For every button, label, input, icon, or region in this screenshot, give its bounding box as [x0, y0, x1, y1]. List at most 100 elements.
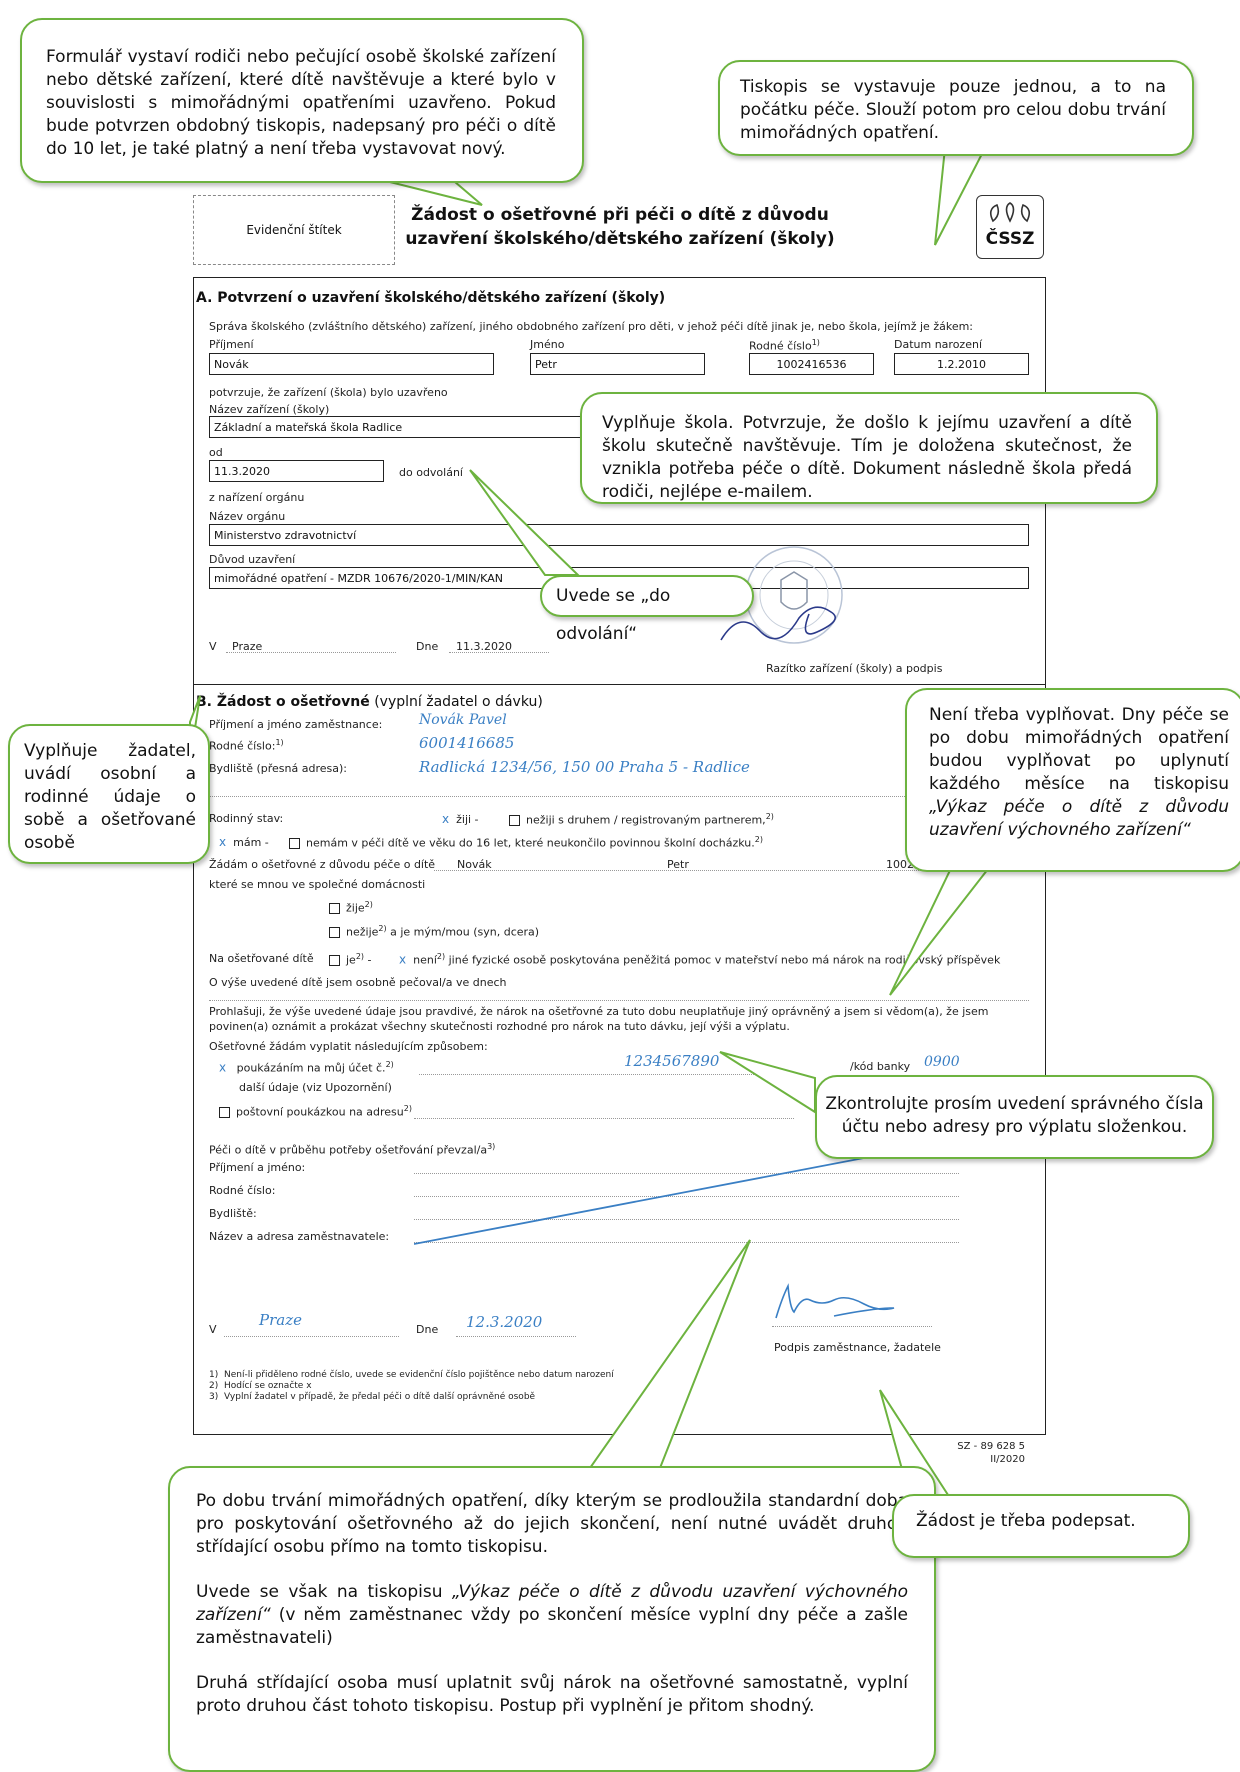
stamp-caption: Razítko zařízení (školy) a podpis: [766, 662, 943, 675]
footnote-3: 3) Vyplní žadatel v případě, že předal p…: [209, 1392, 614, 1403]
child-rc-field[interactable]: 1002416536: [749, 353, 874, 375]
request-surname: Novák: [457, 858, 492, 871]
form-title: Žádost o ošetřovné při péči o dítě z dův…: [400, 203, 840, 251]
facility-label: Název zařízení (školy): [209, 403, 330, 416]
request-firstname: Petr: [667, 858, 689, 871]
have-not-option[interactable]: nemám v péči dítě ve věku do 16 let, kte…: [289, 835, 763, 850]
footnote-1-text: Není-li přiděleno rodné číslo, uvede se …: [223, 1370, 614, 1380]
is-option[interactable]: je2) -: [329, 952, 372, 967]
pay-account-text: poukázáním na můj účet č.: [236, 1061, 386, 1075]
sign-caption: Podpis zaměstnance, žadatele: [774, 1341, 941, 1354]
callout-account-text: Zkontrolujte prosím uvedení správného čí…: [825, 1094, 1204, 1137]
footnote-2-num: 2): [209, 1381, 219, 1391]
applicant-name-label: Příjmení a jméno zaměstnance:: [209, 718, 383, 731]
is-not-option[interactable]: x není2) jiné fyzické osobě poskytována …: [399, 952, 1000, 967]
have-option[interactable]: x mám -: [219, 835, 269, 849]
checkbox-icon: [219, 1107, 230, 1119]
callout-until-text: Uvede se „do odvolání“: [556, 586, 671, 644]
leaf-icon: [989, 202, 1031, 223]
footnote-1-num: 1): [209, 1370, 219, 1380]
confirms-text: potvrzuje, že zařízení (škola) bylo uzav…: [209, 386, 448, 399]
callout-bottom: Po dobu trvání mimořádných opatření, dík…: [168, 1466, 936, 1772]
postal-sup: 2): [403, 1104, 412, 1113]
cssz-logo-text: ČSSZ: [985, 229, 1035, 249]
lives-sup: 2): [364, 900, 373, 909]
callout-top-right: Tiskopis se vystavuje pouze jednou, a to…: [718, 60, 1194, 156]
b-date-value[interactable]: 12.3.2020: [466, 1313, 543, 1331]
section-a-title: A. Potvrzení o uzavření školského/dětské…: [196, 290, 666, 306]
section-b-title: B. Žádost o ošetřovné (vyplní žadatel o …: [196, 694, 543, 710]
callout-no-fill: Není třeba vyplňovat. Dny péče se po dob…: [905, 688, 1240, 872]
a-date-label: Dne: [416, 640, 439, 653]
is-sup: 2): [355, 952, 365, 961]
applicant-name-value[interactable]: Novák Pavel: [419, 712, 507, 728]
authority-field[interactable]: Ministerstvo zdravotnictví: [209, 524, 1029, 546]
registration-stamp-box: Evidenční štítek: [193, 195, 395, 265]
from-field[interactable]: 11.3.2020: [209, 460, 384, 482]
takeover-name-label: Příjmení a jméno:: [209, 1161, 306, 1174]
takeover-rc-label: Rodné číslo:: [209, 1184, 276, 1197]
checkbox-icon: [329, 903, 340, 915]
family-not-lives-option[interactable]: nežiji s druhem / registrovaným partnere…: [509, 812, 774, 827]
checked-mark-icon: x: [219, 1060, 227, 1075]
callout-sign-text: Žádost je třeba podepsat.: [916, 1511, 1136, 1531]
not-lives-option[interactable]: nežije2) a je mým/mou (syn, dcera): [329, 924, 539, 939]
applicant-rc-label-text: Rodné číslo:: [209, 739, 276, 753]
callout-no-fill-italic: „Výkaz péče o dítě z důvodu uzavření výc…: [929, 797, 1229, 840]
takeover-address-line: [414, 1219, 959, 1220]
not-lives-sup: 2): [378, 924, 387, 933]
surname-field[interactable]: Novák: [209, 353, 494, 375]
b-place-value[interactable]: Praze: [259, 1311, 302, 1329]
a-place-line: [226, 652, 396, 653]
family-lives-option[interactable]: x žiji -: [442, 812, 479, 826]
callout-applicant: Vyplňuje žadatel, uvádí osobní a rodinné…: [8, 724, 210, 864]
postal-text: poštovní poukázkou na adresu: [236, 1105, 404, 1119]
lives-text: žije: [346, 901, 365, 915]
is-not-sup: 2): [436, 952, 446, 961]
account-number-value[interactable]: 1234567890: [624, 1052, 720, 1070]
application-form: A. Potvrzení o uzavření školského/dětské…: [193, 277, 1046, 1435]
and-is-text: a je mým/mou (syn, dcera): [386, 925, 540, 939]
is-not-text: není: [413, 953, 437, 967]
surname-label: Příjmení: [209, 338, 254, 351]
checked-mark-icon: x: [399, 952, 407, 967]
pay-account-sup: 2): [385, 1060, 394, 1069]
callout-bottom-p2a: Uvede se však na tiskopisu: [196, 1582, 452, 1602]
by-order-text: z nařízení orgánu: [209, 491, 305, 504]
days-label: O výše uvedené dítě jsem osobně pečoval/…: [209, 976, 507, 989]
applicant-rc-value[interactable]: 6001416685: [419, 734, 515, 752]
registration-stamp-label: Evidenční štítek: [246, 223, 342, 237]
reason-label: Důvod uzavření: [209, 553, 296, 566]
family-lives-text: žiji -: [456, 813, 479, 826]
form-code: SZ - 89 628 5 II/2020: [945, 1440, 1025, 1466]
pointer-until: [469, 469, 581, 576]
postal-line: [414, 1118, 794, 1119]
household-label: které se mnou ve společné domácnosti: [209, 878, 426, 891]
takeover-sup: 3): [487, 1142, 496, 1151]
callout-school-text: Vyplňuje škola. Potvrzuje, že došlo k je…: [602, 413, 1132, 502]
firstname-field[interactable]: Petr: [530, 353, 705, 375]
bank-code-value[interactable]: 0900: [924, 1054, 960, 1070]
callout-sign: Žádost je třeba podepsat.: [892, 1494, 1190, 1558]
applicant-rc-sup: 1): [275, 738, 284, 747]
callout-account: Zkontrolujte prosím uvedení správného čí…: [815, 1075, 1214, 1159]
section-b-title-rest: (vyplní žadatel o dávku): [369, 694, 543, 710]
child-rc-label-text: Rodné číslo: [749, 339, 812, 353]
pay-account-option[interactable]: x poukázáním na můj účet č.2): [219, 1060, 394, 1075]
callout-bottom-p2-italic: „Výkaz péče o dítě z důvodu uzavření výc…: [196, 1582, 908, 1625]
lives-option[interactable]: žije2): [329, 900, 373, 915]
more-info-text: další údaje (viz Upozornění): [239, 1081, 392, 1094]
pointer-top-left: [389, 181, 483, 206]
pointer-account: [719, 1051, 816, 1114]
callout-top-left-text: Formulář vystaví rodiči nebo pečující os…: [46, 47, 556, 159]
applicant-signature: [775, 1283, 895, 1319]
takeover-text: Péči o dítě v průběhu potřeby ošetřování…: [209, 1143, 488, 1157]
pointer-top-right: [934, 147, 987, 246]
applicant-address-value[interactable]: Radlická 1234/56, 150 00 Praha 5 - Radli…: [419, 758, 750, 776]
takeover-address-label: Bydliště:: [209, 1207, 257, 1220]
postal-option[interactable]: poštovní poukázkou na adresu2): [219, 1104, 412, 1119]
request-line: [434, 870, 1029, 871]
dob-field[interactable]: 1.2.2010: [894, 353, 1029, 375]
form-title-line2: uzavření školského/dětského zařízení (šk…: [405, 229, 835, 249]
strike-through-line: [414, 1158, 864, 1245]
